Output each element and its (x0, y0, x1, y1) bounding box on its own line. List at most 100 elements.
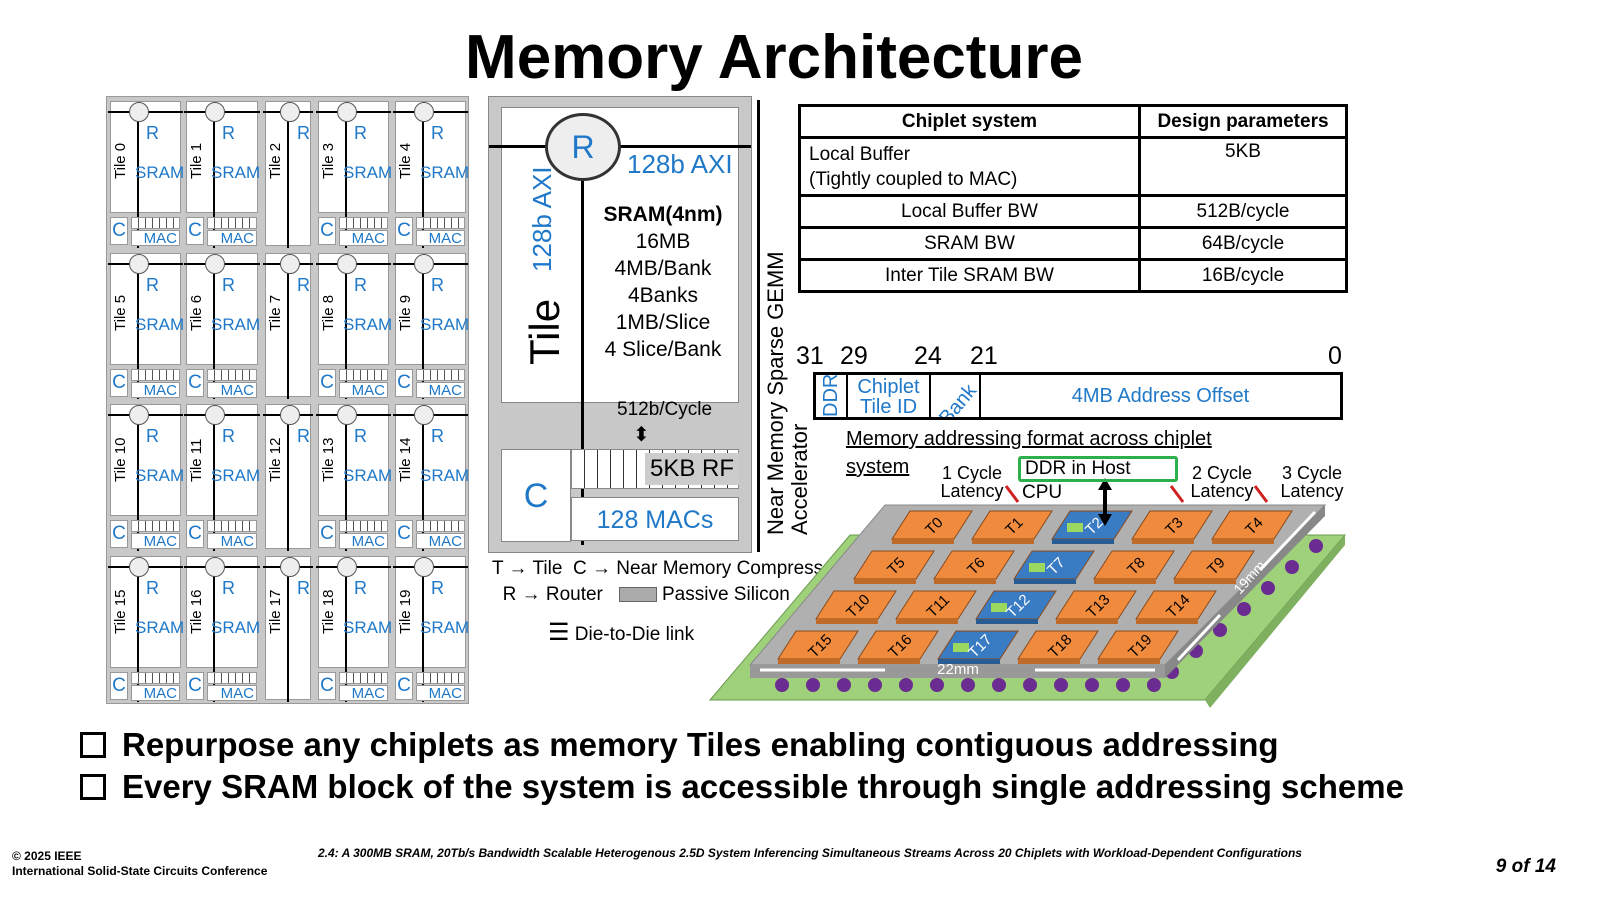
bandwidth-label: 512b/Cycle (617, 399, 713, 420)
router-icon (337, 556, 357, 577)
bump (1116, 678, 1130, 692)
latency-arrow (1169, 485, 1185, 503)
router-icon (205, 556, 225, 577)
table-header: Chiplet system (798, 104, 1141, 139)
sram-label: SRAM (211, 466, 261, 485)
legend-tile: T → Tile (492, 558, 563, 579)
field-bank: Bank (935, 380, 981, 417)
tile-label: Tile 17 (267, 589, 284, 634)
latency-2: 2 Cycle Latency (1190, 463, 1254, 501)
field-tile-id: Chiplet Tile ID (848, 375, 931, 417)
router-label: R (431, 274, 444, 295)
router-label: R (431, 577, 444, 598)
compress-label: C (395, 671, 413, 700)
sram-spec: 1MB/Slice (615, 311, 711, 334)
sram-label: SRAM (211, 314, 261, 334)
ddr-host-label: DDR in Host (1018, 456, 1178, 482)
router-icon: R (545, 113, 621, 181)
router-icon (129, 253, 149, 274)
bit-21: 21 (970, 342, 998, 370)
compress-label: C (110, 520, 128, 548)
height-arrow (757, 100, 760, 552)
chiplet-T6: T6 (933, 550, 1015, 584)
chiplet-T8: T8 (1093, 550, 1175, 584)
router-icon (414, 405, 434, 425)
chiplet-T5: T5 (853, 550, 935, 584)
bump (1309, 539, 1323, 553)
axi-label-v: 128b AXI (527, 166, 557, 272)
passive-swatch (618, 587, 657, 602)
chiplet-T16: T16 (857, 630, 939, 664)
sram-label: SRAM (343, 314, 393, 334)
compress-label: C (318, 520, 336, 548)
latency-1: 1 Cycle Latency (940, 463, 1004, 501)
compress-label: C (186, 217, 204, 245)
macs-label: 128 MACs (571, 497, 739, 541)
sram-label: SRAM (211, 617, 261, 637)
latency-arrow (1004, 485, 1020, 503)
sram-spec: 16MB (635, 230, 691, 253)
rf-label: 5KB RF (645, 453, 739, 485)
tile-label: Tile 18 (320, 589, 337, 634)
router-label: R (431, 426, 444, 446)
bullet-1: Repurpose any chiplets as memory Tiles e… (80, 726, 1279, 764)
chiplet-T12: T12 (975, 590, 1057, 624)
sram-label: SRAM (420, 466, 470, 485)
bump (1054, 678, 1068, 692)
address-format: DDR Chiplet Tile ID Bank 4MB Address Off… (813, 372, 1343, 420)
compress-label: C (186, 520, 204, 548)
router-icon (129, 556, 149, 577)
chiplet-T3: T3 (1131, 510, 1213, 544)
green-pad (953, 643, 969, 652)
chiplet-T14: T14 (1135, 590, 1217, 624)
router-label: R (222, 577, 235, 598)
router-label: R (354, 123, 367, 143)
mac-label: MAC (339, 230, 388, 247)
chiplet-T15: T15 (777, 630, 859, 664)
mac-label: MAC (207, 533, 257, 550)
sram-spec: 4Banks (627, 284, 699, 307)
bump (992, 678, 1006, 692)
mac-label: MAC (131, 533, 180, 550)
copyright: © 2025 IEEE (12, 849, 82, 863)
router-icon (280, 405, 300, 425)
bump (899, 678, 913, 692)
mac-label: MAC (416, 533, 465, 550)
chiplet-T13: T13 (1055, 590, 1137, 624)
compress-label: C (523, 477, 549, 515)
axi-label-h: 128b AXI (627, 149, 733, 179)
mac-label: MAC (339, 533, 388, 550)
chiplet-T10: T10 (815, 590, 897, 624)
router-label: R (354, 577, 367, 598)
mac-label: MAC (339, 381, 388, 398)
compress-label: C (318, 671, 336, 700)
die-to-die-icon: ☰ (548, 619, 570, 646)
router-label: R (146, 426, 159, 446)
green-pad (991, 603, 1007, 612)
chiplet-T0: T0 (891, 510, 973, 544)
bit-29: 29 (840, 342, 868, 370)
mac-label: MAC (416, 230, 465, 247)
tile-label: Tile 5 (112, 294, 129, 331)
chiplet-T19: T19 (1097, 630, 1179, 664)
mac-label: MAC (131, 684, 180, 701)
chiplet-T7: T7 (1013, 550, 1095, 584)
mac-label: MAC (131, 230, 180, 247)
legend-router: R → Router (502, 584, 603, 605)
router-icon (280, 102, 300, 122)
tile-label: Tile 3 (320, 142, 337, 179)
